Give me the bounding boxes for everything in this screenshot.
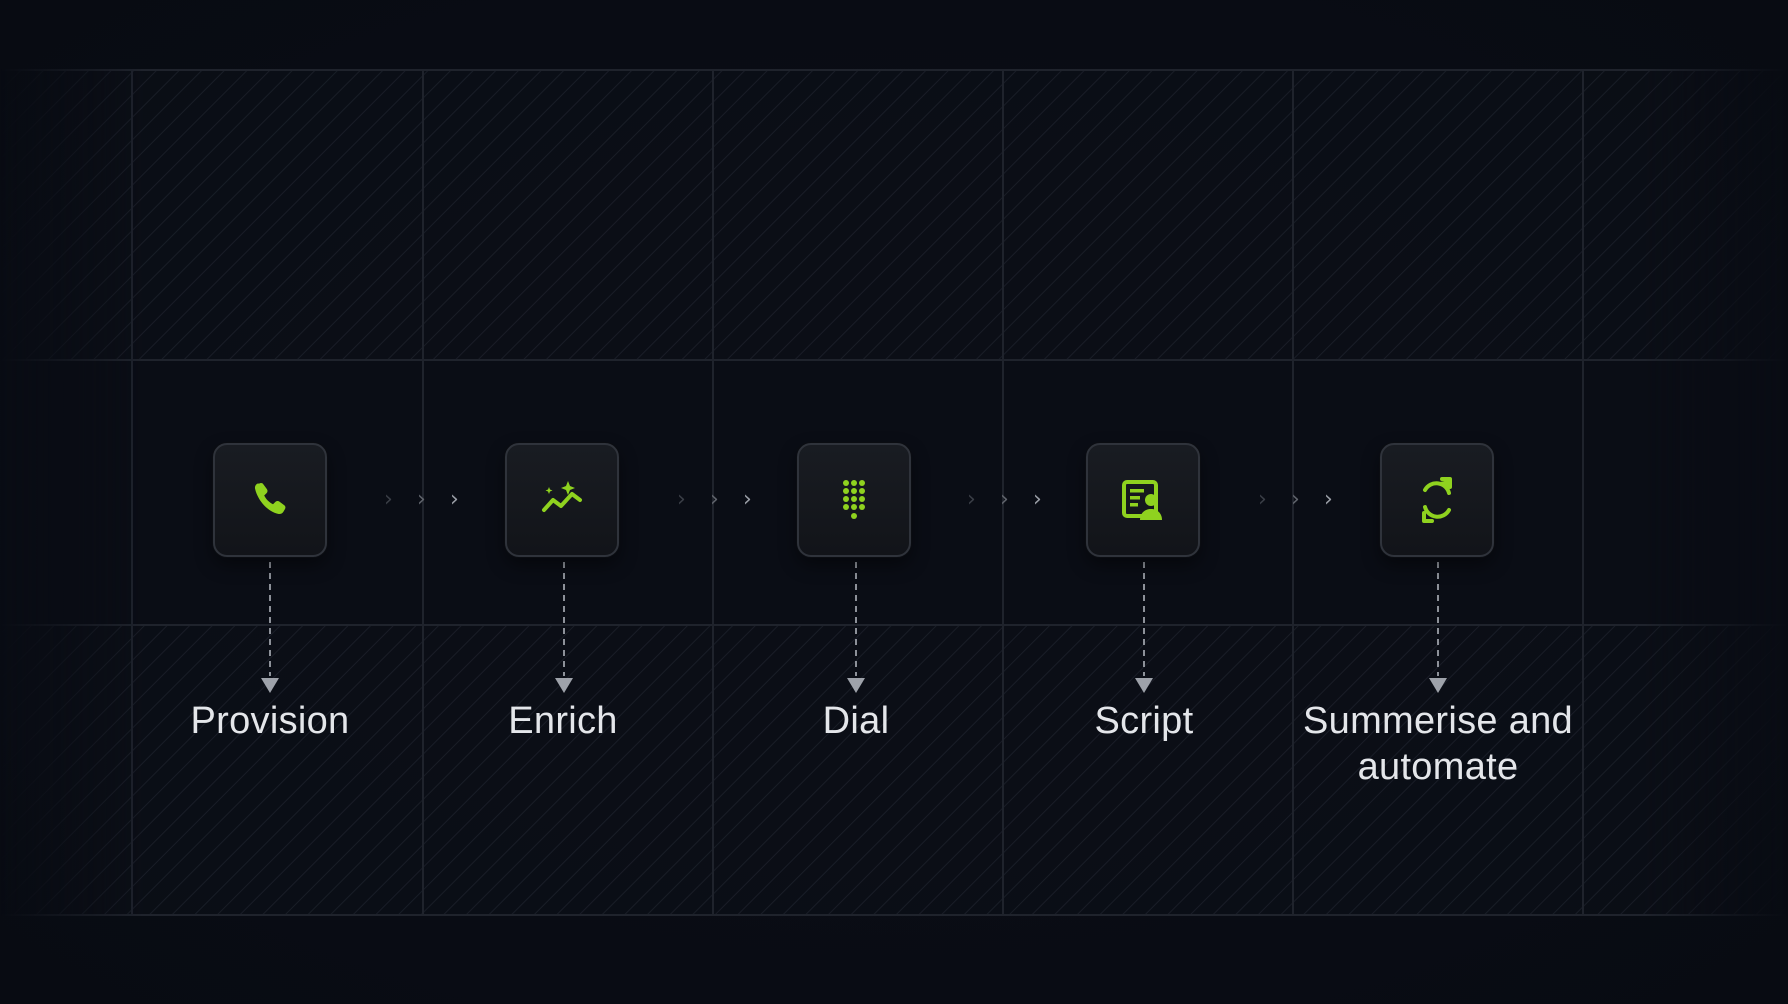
arrowhead-icon — [261, 678, 279, 693]
step-node-dial — [797, 443, 911, 557]
chevron-right-icon: › — [1291, 487, 1300, 512]
arrowhead-icon — [847, 678, 865, 693]
sparkle-trend-icon — [542, 481, 582, 512]
step-label-dial: Dial — [822, 700, 890, 742]
chevron-right-icon: › — [1324, 487, 1333, 512]
chevron-right-icon: › — [417, 487, 426, 512]
chevron-right-icon: › — [1000, 487, 1009, 512]
chevron-right-icon: › — [710, 487, 719, 512]
script-contact-icon — [1122, 480, 1162, 520]
step-node-script — [1086, 443, 1200, 557]
arrowhead-icon — [1135, 678, 1153, 693]
dialpad-icon — [843, 480, 865, 519]
phone-icon — [254, 483, 286, 515]
step-label-script: Script — [1094, 700, 1194, 742]
step-node-provision — [213, 443, 327, 557]
step-label-provision: Provision — [190, 700, 350, 742]
refresh-icon — [1422, 477, 1452, 523]
chevron-right-icon: › — [450, 487, 459, 512]
arrowhead-icon — [1429, 678, 1447, 693]
step-label-summerise: Summerise and automate — [1302, 700, 1573, 788]
chevron-right-icon: › — [677, 487, 686, 512]
chevron-right-icon: › — [1033, 487, 1042, 512]
chevron-right-icon: › — [384, 487, 393, 512]
chevron-right-icon: › — [967, 487, 976, 512]
chevron-right-icon: › — [743, 487, 752, 512]
step-node-summerise — [1380, 443, 1494, 557]
chevron-right-icon: › — [1258, 487, 1267, 512]
step-node-enrich — [505, 443, 619, 557]
arrowhead-icon — [555, 678, 573, 693]
step-label-enrich: Enrich — [508, 700, 618, 742]
